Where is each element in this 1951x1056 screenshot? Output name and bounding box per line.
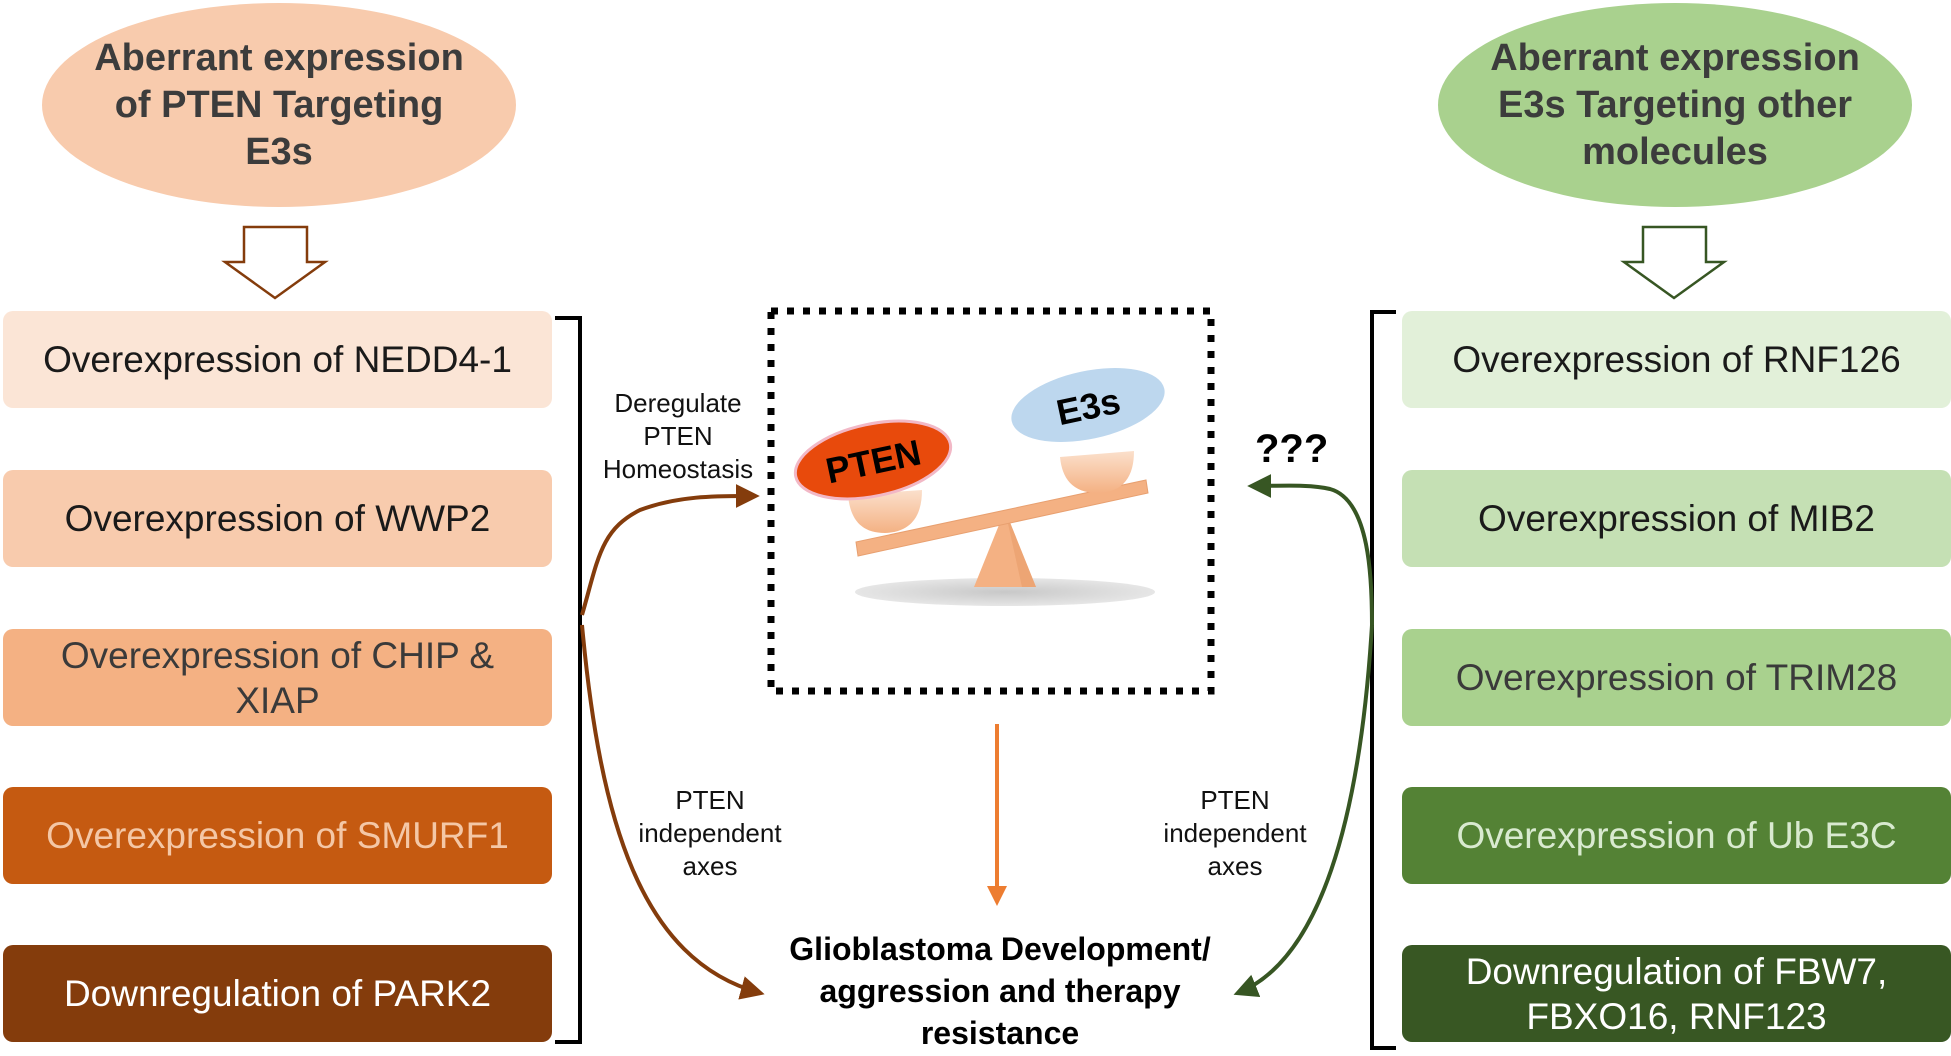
- right-title: Aberrant expression E3s Targeting other …: [1490, 36, 1860, 173]
- right-box-label: Overexpression of RNF126: [1452, 339, 1901, 380]
- pten-independent-arrow-right: [1233, 624, 1374, 997]
- right-box-fbw7-fbxo16-rnf123: Downregulation of FBW7, FBXO16, RNF123: [1402, 945, 1951, 1042]
- balance-frame: [767, 307, 1215, 695]
- left-box-label: Downregulation of PARK2: [63, 973, 492, 1014]
- left-box-wwp2: Overexpression of WWP2: [3, 470, 552, 567]
- right-box-label: Overexpression of Ub E3C: [1456, 815, 1897, 856]
- e3s-oval: [1011, 367, 1165, 443]
- unknown-link-arrow: [1247, 473, 1374, 626]
- left-box-smurf1: Overexpression of SMURF1: [3, 787, 552, 884]
- pten-independent-arrow-left: [580, 624, 765, 1000]
- left-box-label: Overexpression of NEDD4-1: [43, 339, 512, 380]
- left-down-arrow-icon: [221, 225, 329, 300]
- right-box-ub-e3c: Overexpression of Ub E3C: [1402, 787, 1951, 884]
- deregulate-label: Deregulate PTEN Homeostasis: [602, 388, 754, 484]
- seesaw-shadow: [855, 578, 1155, 606]
- left-bracket: [555, 316, 582, 1044]
- left-box-nedd4-1: Overexpression of NEDD4-1: [3, 311, 552, 408]
- outcome-label: Glioblastoma Development/ aggression and…: [789, 931, 1211, 1051]
- right-box-label: Overexpression of TRIM28: [1455, 657, 1898, 698]
- left-box-park2: Downregulation of PARK2: [3, 945, 552, 1042]
- right-box-label: Downregulation of FBW7, FBXO16, RNF123: [1465, 950, 1888, 1037]
- right-title-ellipse: Aberrant expression E3s Targeting other …: [1438, 3, 1912, 207]
- left-box-label: Overexpression of CHIP & XIAP: [60, 634, 495, 721]
- right-down-arrow-icon: [1620, 225, 1728, 300]
- independent-label-right: PTEN independent axes: [1163, 785, 1307, 881]
- right-box-label: Overexpression of MIB2: [1478, 498, 1875, 539]
- left-box-label: Overexpression of WWP2: [64, 498, 491, 539]
- right-box-rnf126: Overexpression of RNF126: [1402, 311, 1951, 408]
- right-box-mib2: Overexpression of MIB2: [1402, 470, 1951, 567]
- left-cup: [848, 490, 922, 533]
- deregulate-arrow: [580, 483, 760, 616]
- independent-label-left: PTEN independent axes: [638, 785, 782, 881]
- right-cup: [1060, 451, 1134, 493]
- left-title-ellipse: Aberrant expression of PTEN Targeting E3…: [42, 3, 516, 207]
- unknown-link-label: ???: [1255, 427, 1329, 471]
- left-box-label: Overexpression of SMURF1: [46, 815, 509, 856]
- left-title: Aberrant expression of PTEN Targeting E3…: [94, 36, 464, 173]
- left-box-chip-xiap: Overexpression of CHIP & XIAP: [3, 629, 552, 726]
- right-bracket: [1370, 310, 1396, 1050]
- right-box-trim28: Overexpression of TRIM28: [1402, 629, 1951, 726]
- seesaw-beam: [855, 479, 1149, 557]
- pten-oval: [793, 419, 953, 501]
